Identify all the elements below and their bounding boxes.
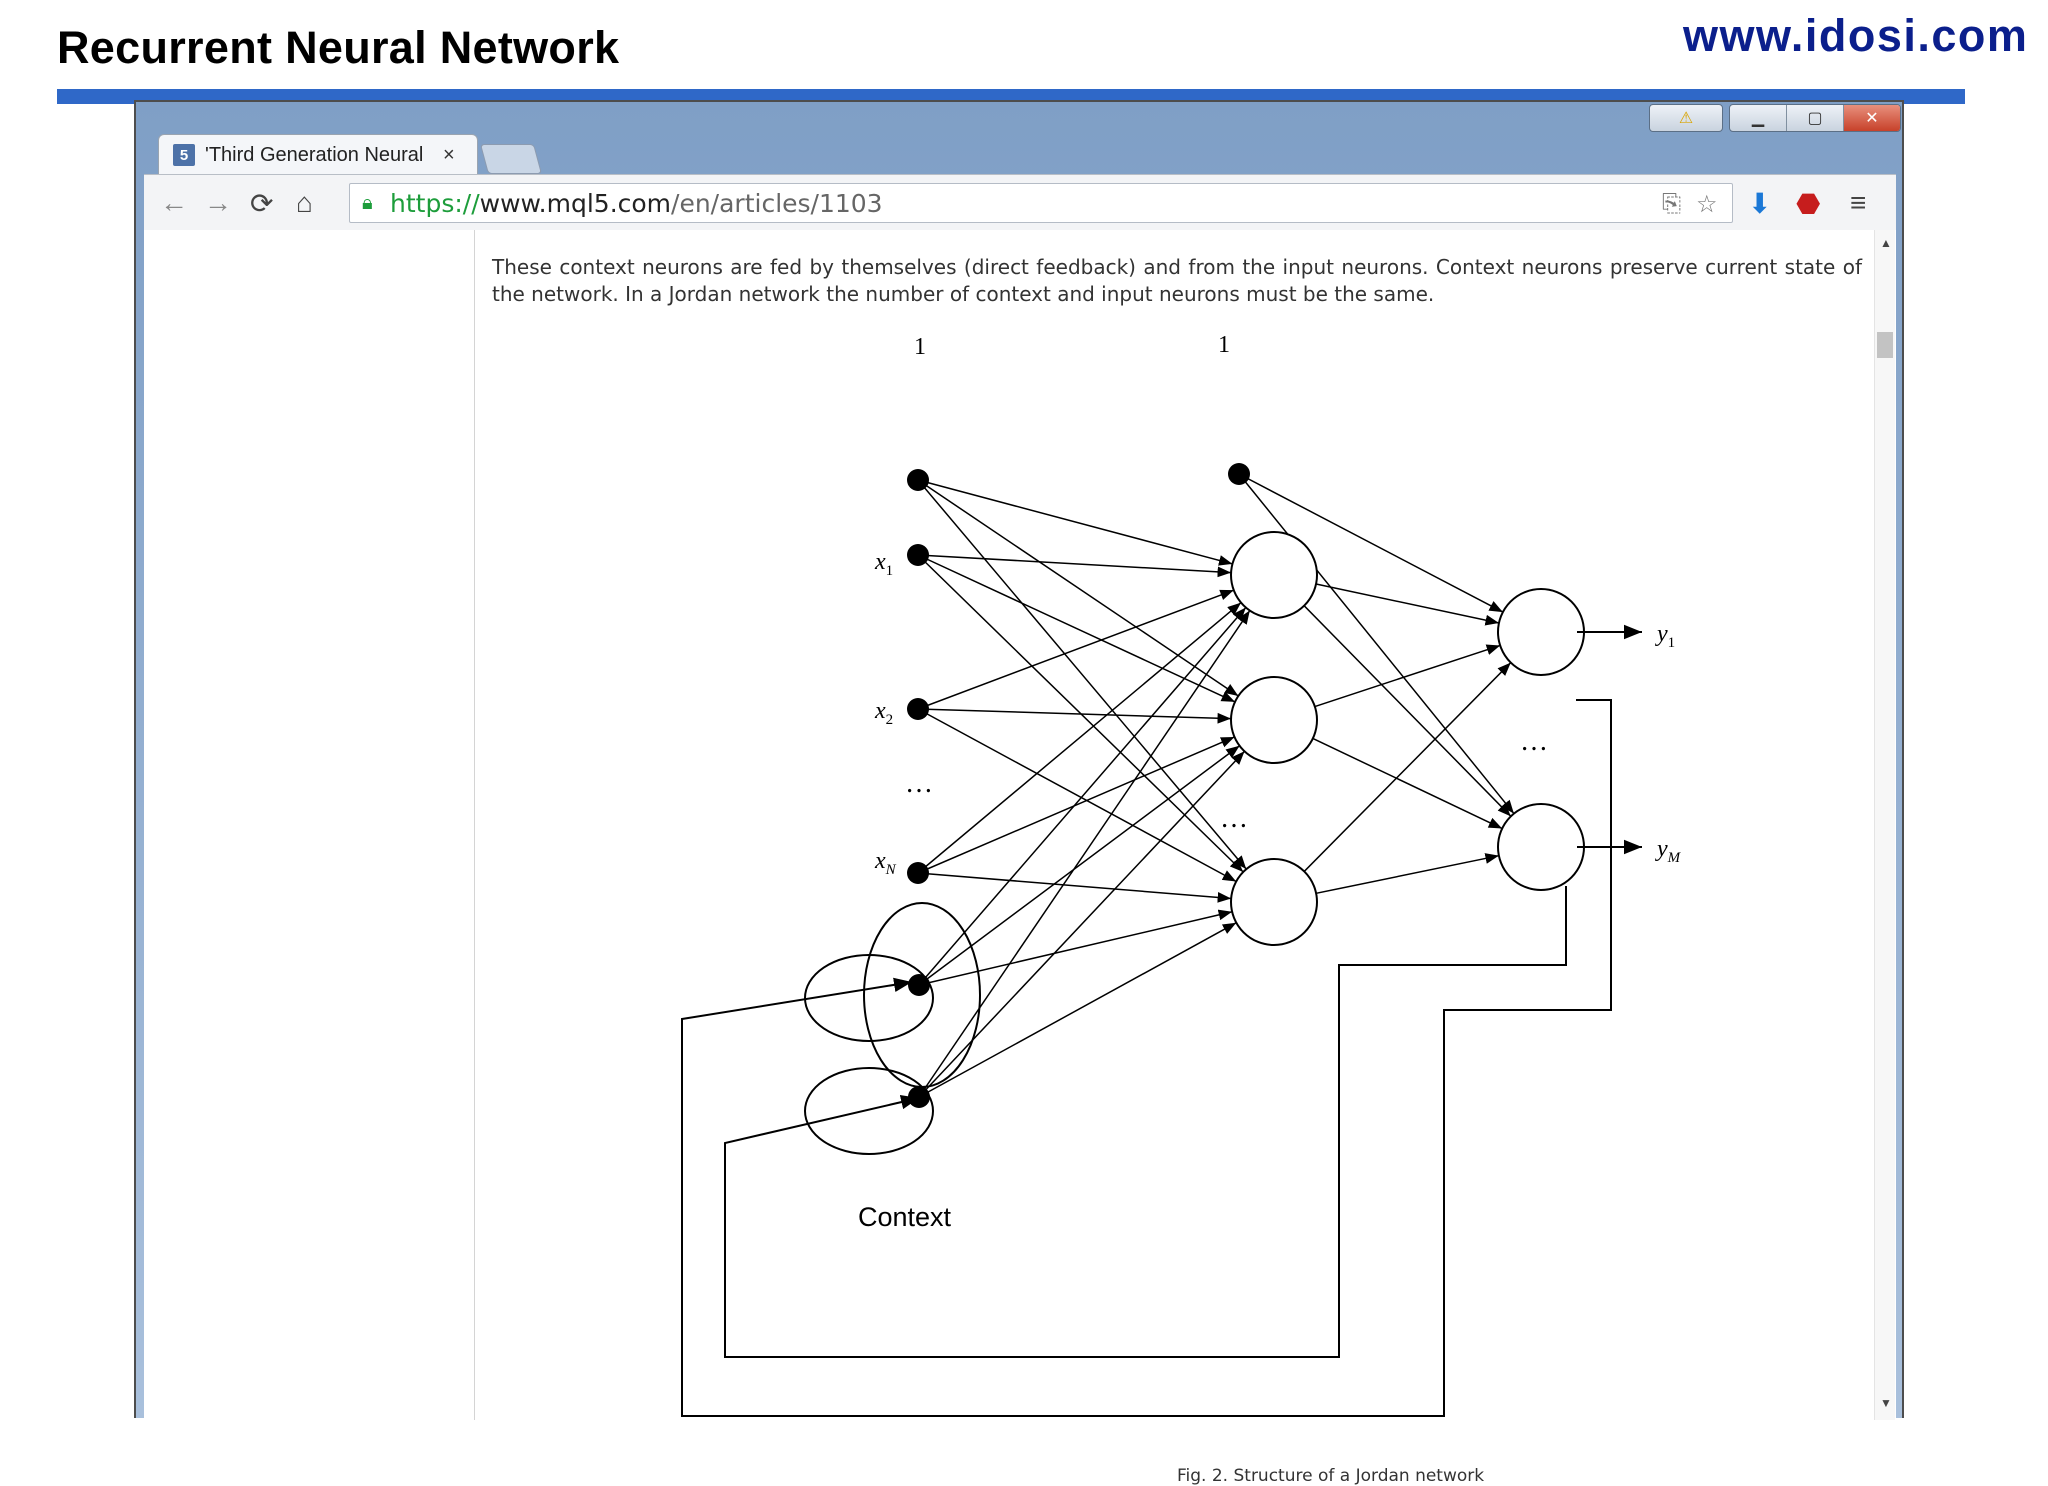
- scroll-down-icon[interactable]: ▼: [1880, 1396, 1892, 1410]
- input-node-c1: [908, 974, 930, 996]
- edge-bH-o2: [1238, 473, 1515, 815]
- scroll-up-icon[interactable]: ▲: [1880, 236, 1892, 250]
- edge-b1-h3: [917, 479, 1247, 870]
- forward-icon[interactable]: →: [204, 187, 232, 218]
- back-icon[interactable]: ←: [160, 187, 188, 218]
- edge-c2-h3: [918, 922, 1237, 1098]
- maximize-icon[interactable]: ▢: [1786, 105, 1843, 131]
- warning-icon[interactable]: ⚠: [1678, 110, 1694, 127]
- edge-xN-h2: [917, 736, 1235, 874]
- slide-source-url: www.idosi.com: [1683, 10, 2029, 61]
- hidden-neuron-h1: [1230, 531, 1318, 619]
- figure-caption: Fig. 2. Structure of a Jordan network: [1177, 1466, 1485, 1486]
- hidden-neuron-h2: [1230, 676, 1318, 764]
- browser-toolbar: ← → ⟳ ⌂ 🔒︎ https://www.mql5.com/en/artic…: [144, 174, 1896, 232]
- browser-tab[interactable]: 5 'Third Generation Neural ×: [158, 134, 478, 175]
- address-bar[interactable]: 🔒︎ https://www.mql5.com/en/articles/1103…: [349, 183, 1733, 223]
- warning-group[interactable]: ⚠: [1649, 104, 1723, 132]
- slide-title: Recurrent Neural Network: [57, 22, 620, 73]
- edge-x1-h2: [917, 554, 1236, 703]
- download-icon[interactable]: ⬇: [1748, 188, 1772, 219]
- new-tab-button[interactable]: [479, 144, 543, 174]
- output-neuron-o1: [1497, 588, 1585, 676]
- edge-bH-o1: [1238, 473, 1504, 613]
- context-ellipses: [804, 902, 981, 1155]
- translate-icon[interactable]: ⎘: [1662, 190, 1682, 217]
- home-icon[interactable]: ⌂: [296, 187, 313, 218]
- context-label: Context: [858, 1202, 952, 1232]
- input-label-2: x2: [874, 698, 893, 728]
- input-node-x1: [907, 544, 929, 566]
- adblock-icon[interactable]: ⬣: [1796, 188, 1821, 219]
- jordan-network-diagram: 1 1 x1 x2 xN … … … y1 yM Context: [681, 332, 1682, 1417]
- edge-x1-h1: [917, 554, 1232, 578]
- star-icon[interactable]: ☆: [1696, 191, 1718, 218]
- input-node-xN: [907, 862, 929, 884]
- edge-b1-h1: [917, 479, 1233, 566]
- edge-h1-o2: [1303, 605, 1512, 817]
- tab-close-icon[interactable]: ×: [443, 143, 455, 166]
- input-label-1: x1: [874, 549, 893, 579]
- edge-h3-o1: [1303, 662, 1512, 872]
- bias-input-label: 1: [914, 334, 926, 360]
- connection-arrows: [917, 473, 1515, 1098]
- edge-x2-h1: [917, 589, 1235, 710]
- neuron-nodes: [907, 463, 1585, 1108]
- input-node-x2: [907, 698, 929, 720]
- window-controls: ▁ ▢ ✕: [1729, 104, 1901, 132]
- feedback-wires: [681, 699, 1612, 1417]
- edge-c1-h3: [918, 909, 1233, 986]
- tab-title: 'Third Generation Neural: [205, 143, 424, 166]
- edge-b1-h2: [917, 479, 1239, 697]
- input-label-n: xN: [874, 848, 897, 878]
- minimize-icon[interactable]: ▁: [1751, 110, 1765, 127]
- edge-xN-h3: [917, 872, 1232, 903]
- edge-c1-h1: [918, 607, 1247, 986]
- edge-h2-o2: [1312, 737, 1503, 830]
- output-ellipsis: …: [1520, 726, 1548, 757]
- lock-icon: 🔒︎: [362, 192, 373, 214]
- scrollbar-thumb[interactable]: [1877, 332, 1893, 358]
- hidden-ellipsis: …: [1220, 803, 1248, 834]
- edge-h3-o2: [1315, 853, 1500, 895]
- edge-xN-h1: [917, 602, 1242, 874]
- article-paragraph: These context neurons are fed by themsel…: [492, 255, 1862, 306]
- hidden-neuron-h3: [1230, 858, 1318, 946]
- page-content: These context neurons are fed by themsel…: [144, 230, 1896, 1486]
- tab-favicon-icon: 5: [173, 144, 195, 166]
- edge-c2-h1: [918, 610, 1251, 1098]
- edge-h2-o1: [1314, 644, 1501, 708]
- input-node-b1: [907, 469, 929, 491]
- reload-icon[interactable]: ⟳: [250, 188, 274, 219]
- menu-icon[interactable]: ≡: [1850, 187, 1867, 218]
- edge-x2-h3: [917, 708, 1237, 883]
- close-window-icon[interactable]: ✕: [1843, 105, 1900, 131]
- address-url: https://www.mql5.com/en/articles/1103: [390, 189, 883, 218]
- edge-x2-h2: [917, 708, 1232, 724]
- input-node-bH: [1228, 463, 1250, 485]
- output-label-1: y1: [1655, 621, 1675, 651]
- browser-window: ⚠ ▁ ▢ ✕ 5 'Third Generation Neural × ← →…: [134, 100, 1904, 1486]
- output-label-m: yM: [1655, 836, 1682, 866]
- output-neuron-o2: [1497, 803, 1585, 891]
- output-arrows: [1577, 624, 1642, 855]
- vertical-scrollbar[interactable]: ▲ ▼: [1874, 230, 1895, 1420]
- input-node-c2: [908, 1086, 930, 1108]
- input-ellipsis: …: [905, 768, 933, 799]
- left-sidebar: [144, 230, 475, 1420]
- bias-hidden-label: 1: [1218, 332, 1230, 358]
- edge-c1-h2: [918, 745, 1240, 986]
- edge-h1-o1: [1315, 583, 1500, 626]
